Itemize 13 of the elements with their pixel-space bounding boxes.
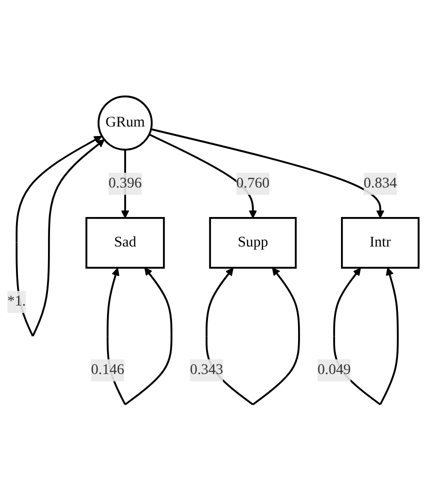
edge-label: 0.396 <box>108 175 142 192</box>
arrow <box>16 136 105 336</box>
edge-label: 0.343 <box>190 362 224 378</box>
node-box: Intr <box>341 217 420 269</box>
node-box: Supp <box>209 217 297 269</box>
edge-label: 0.146 <box>90 362 124 378</box>
edge-label: 0.760 <box>236 175 270 192</box>
node-circle: GRum <box>98 96 153 151</box>
edge-label: 0.049 <box>318 362 351 378</box>
edge-label: *1. <box>7 294 26 310</box>
node-box: Sad <box>85 217 165 269</box>
edge-label: 0.834 <box>364 175 397 192</box>
arrow <box>150 128 384 218</box>
